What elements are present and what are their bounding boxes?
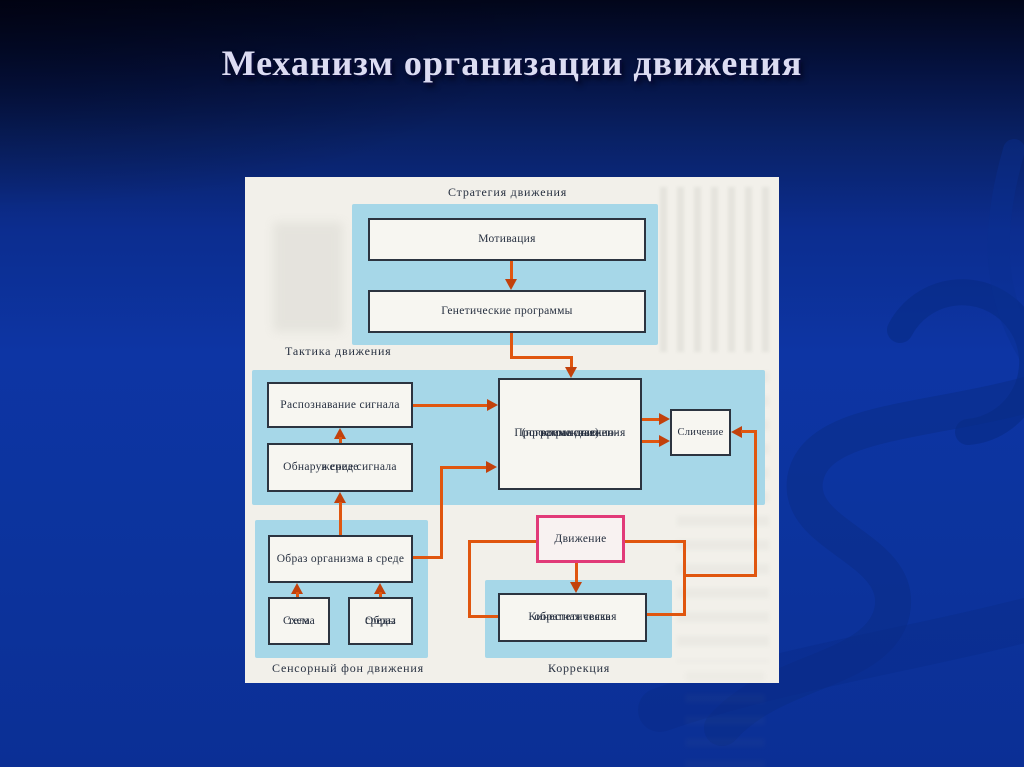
section-label-correction: Коррекция <box>548 661 611 675</box>
connector-feedback-junction-h <box>683 574 757 577</box>
connector-feedback-right-v <box>754 430 757 577</box>
slide-title: Механизм организации движения <box>221 43 803 83</box>
arrowhead-body-organism <box>291 583 303 594</box>
arrowhead-organism-program <box>486 461 497 473</box>
connector-detection-recognition <box>339 437 342 443</box>
connector-body-organism <box>296 592 299 598</box>
node-signal-detection: Обнаружение сигнала в среде <box>267 443 413 492</box>
diagram-figure: Стратегия движения Тактика движения Сенс… <box>245 177 779 767</box>
connector-environment-organism <box>379 592 382 598</box>
arrowhead-comparison-lower <box>659 435 670 447</box>
node-kinesthetic-feedback-line1: Кинестетическая <box>528 611 617 624</box>
connector-movement-right-h <box>618 540 686 543</box>
node-organism-image: Образ организма в среде <box>268 535 413 583</box>
section-label-tactics: Тактика движения <box>285 344 392 358</box>
arrowhead-comparison-upper <box>659 413 670 425</box>
node-environment-image-line2: среды <box>365 614 396 627</box>
connector-organism-detection <box>339 502 342 535</box>
connector-feedback-top-h <box>741 430 757 433</box>
node-movement-program-line1: Программа движения <box>514 427 626 440</box>
connector-organism-elbow-h2 <box>440 466 487 469</box>
node-signal-recognition: Распознавание сигнала <box>267 382 413 428</box>
connector-genetic-elbow-v2 <box>570 356 573 369</box>
node-motivation-label: Мотивация <box>478 233 536 246</box>
node-signal-detection-line1: Обнаружение сигнала <box>283 461 397 474</box>
section-label-sensory: Сенсорный фон движения <box>272 661 424 675</box>
ghost-bleedthrough-left <box>273 222 343 332</box>
connector-organism-elbow-v <box>440 466 443 559</box>
node-kinesthetic-feedback-line2: обратная связь <box>534 611 611 624</box>
node-movement-label: Движение <box>554 532 607 545</box>
node-movement-program-line3: временная) <box>540 427 600 440</box>
node-organism-image-label: Образ организма в среде <box>276 552 405 565</box>
node-body-schema-line1: Схема <box>282 614 316 627</box>
arrowhead-into-genetic <box>505 279 517 290</box>
connector-genetic-elbow-h <box>510 356 573 359</box>
node-motivation: Мотивация <box>368 218 646 261</box>
section-label-strategy: Стратегия движения <box>448 185 568 199</box>
node-environment-image-line1: Образ <box>364 614 397 627</box>
ghost-bleedthrough-bottom-right <box>685 672 765 767</box>
arrowhead-into-program <box>565 367 577 378</box>
connector-kinesthetic-right-h <box>647 613 686 616</box>
connector-program-comparison-upper <box>642 418 660 421</box>
connector-movement-kinesthetic <box>575 563 578 584</box>
node-genetic-programs: Генетические программы <box>368 290 646 333</box>
arrowhead-into-recognition <box>334 428 346 439</box>
arrowhead-into-kinesthetic <box>570 582 582 593</box>
arrowhead-environment-organism <box>374 583 386 594</box>
node-movement-program: Программа движения (пространственно- вре… <box>498 378 642 490</box>
node-environment-image: Образ среды <box>348 597 413 645</box>
connector-program-comparison-lower <box>642 440 660 443</box>
connector-recognition-program <box>413 404 489 407</box>
connector-movement-left-h <box>468 540 536 543</box>
ghost-bleedthrough-top-right <box>660 187 772 352</box>
connector-organism-elbow-h1 <box>413 556 443 559</box>
node-body-schema: Схема тела <box>268 597 330 645</box>
node-signal-recognition-label: Распознавание сигнала <box>280 398 400 411</box>
arrowhead-recognition-program <box>487 399 498 411</box>
arrowhead-into-comparison-right <box>731 426 742 438</box>
arrowhead-into-detection <box>334 492 346 503</box>
node-genetic-programs-label: Генетические программы <box>441 305 573 318</box>
node-signal-detection-line2: в среде <box>321 461 359 474</box>
connector-kinesthetic-left-h <box>468 615 498 618</box>
connector-motivation-genetic <box>510 261 513 279</box>
node-comparison: Сличение <box>670 409 731 456</box>
connector-movement-right-v <box>683 540 686 616</box>
connector-genetic-elbow-v1 <box>510 333 513 359</box>
connector-movement-left-v <box>468 540 471 618</box>
node-movement: Движение <box>536 515 625 563</box>
node-body-schema-line2: тела <box>287 614 311 627</box>
node-comparison-label: Сличение <box>677 426 724 438</box>
node-movement-program-line2: (пространственно- <box>521 427 619 440</box>
node-kinesthetic-feedback: Кинестетическая обратная связь <box>498 593 647 642</box>
